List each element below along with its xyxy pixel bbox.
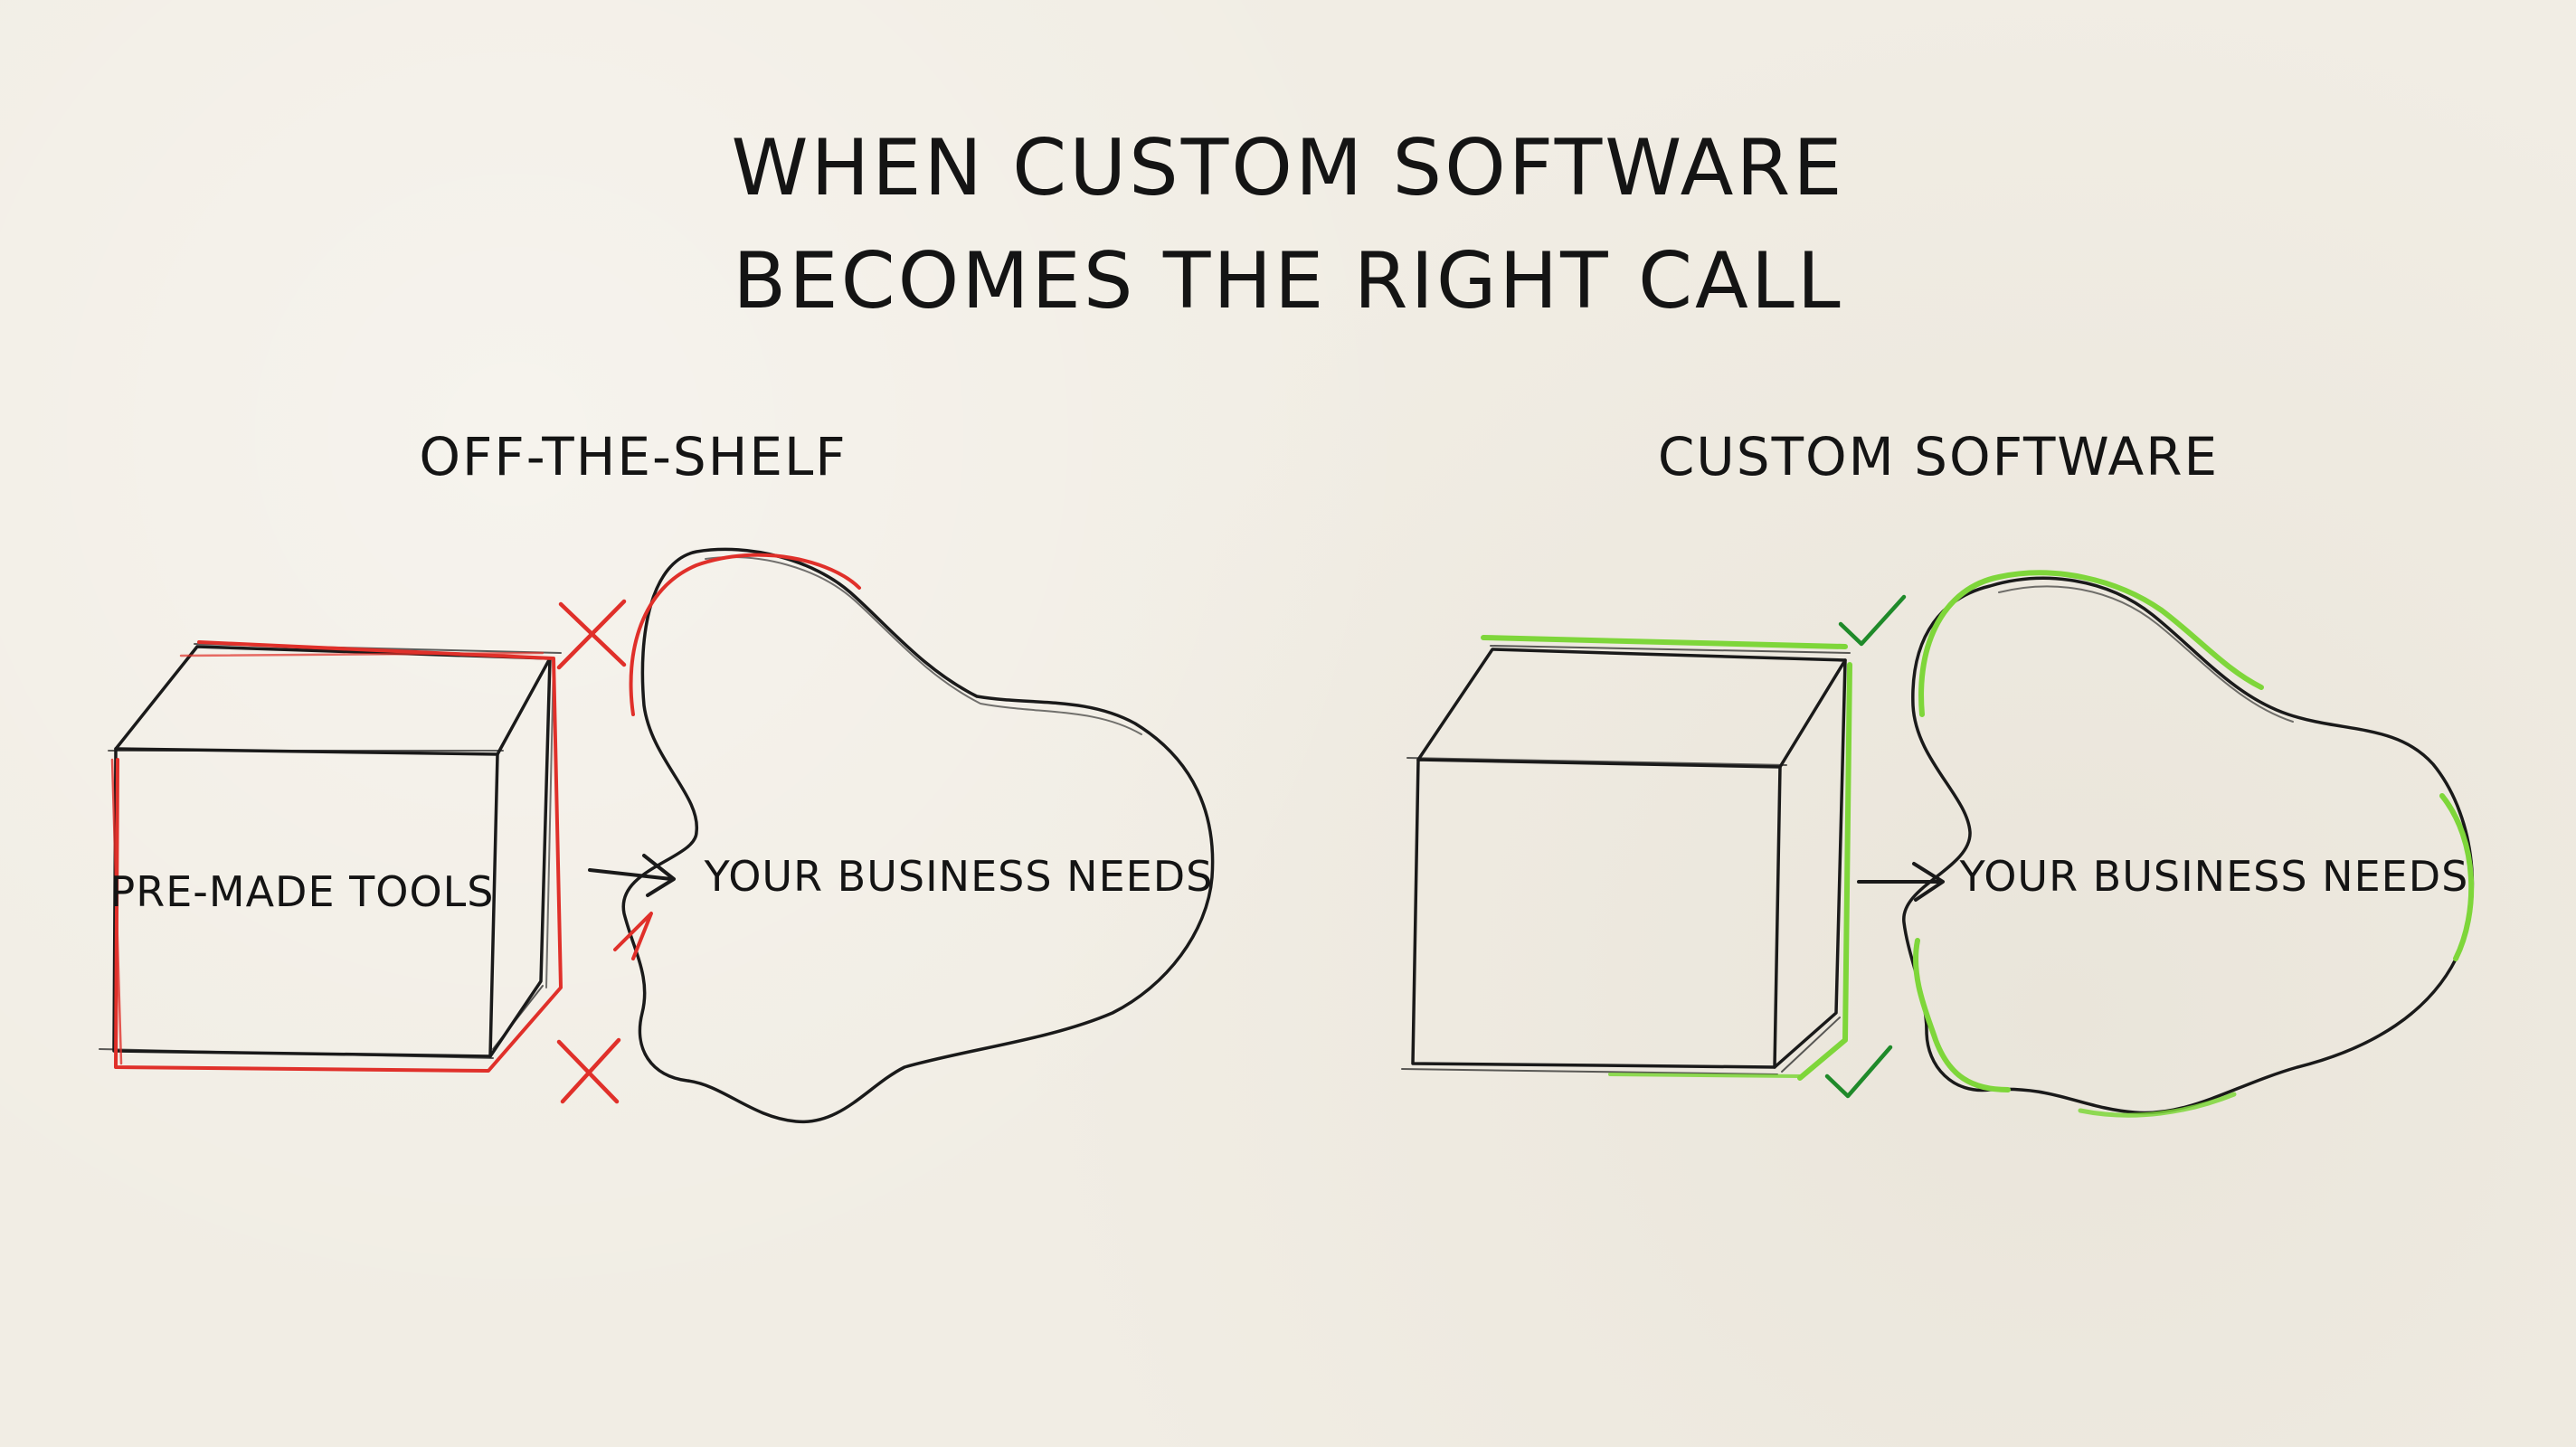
arrow-icon <box>1857 862 1945 902</box>
right-panel-heading: CUSTOM SOFTWARE <box>1658 426 2219 487</box>
business-needs-cloud <box>1902 570 2475 1118</box>
cloud-label: YOUR BUSINESS NEEDS <box>704 852 1214 901</box>
arrow-icon <box>588 854 676 897</box>
right-panel: CUSTOM SOFTWARE <box>1401 426 2475 1118</box>
custom-software-box <box>1401 645 1851 1075</box>
box-label: PRE-MADE TOOLS <box>110 867 495 916</box>
x-mark-icon <box>556 599 627 670</box>
title-line-1: WHEN CUSTOM SOFTWARE <box>731 123 1844 213</box>
left-panel-heading: OFF-THE-SHELF <box>419 426 847 487</box>
business-needs-cloud <box>613 547 1215 1124</box>
fit-outline <box>1481 635 1852 1081</box>
left-panel: OFF-THE-SHELF PRE-MADE TOOLS <box>99 426 1215 1124</box>
cloud-label: YOUR BUSINESS NEEDS <box>1959 852 2469 901</box>
premade-tools-box <box>99 643 562 1059</box>
x-mark-icon <box>556 1037 621 1104</box>
title-line-2: BECOMES THE RIGHT CALL <box>733 236 1842 326</box>
check-mark-icon <box>1838 594 1907 647</box>
check-mark-icon <box>1824 1045 1893 1099</box>
mismatch-outline <box>110 640 563 1073</box>
